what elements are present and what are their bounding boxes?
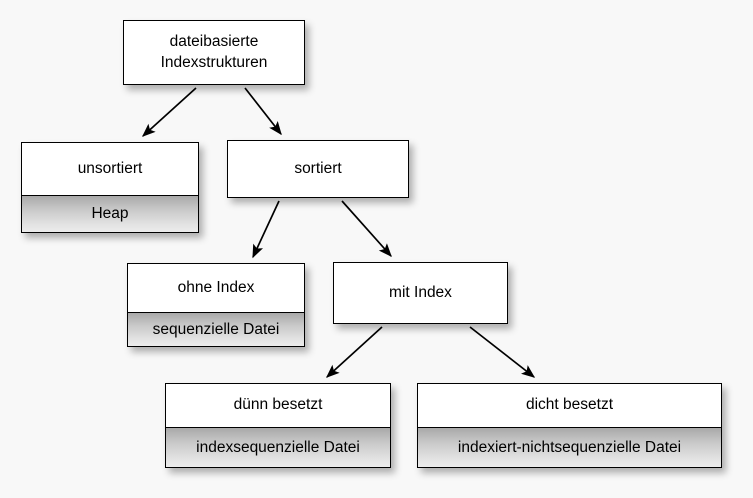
node-dicht-besetzt-title: dicht besetzt bbox=[418, 384, 721, 427]
node-sortiert-title: sortiert bbox=[228, 141, 408, 197]
node-ohne-index-sub: sequenzielle Datei bbox=[128, 312, 304, 346]
edge-mit-index-to-duenn-besetzt bbox=[325, 326, 383, 378]
node-mit-index-title: mit Index bbox=[334, 263, 507, 323]
node-sortiert[interactable]: sortiert bbox=[227, 140, 409, 198]
edge-mit-index-to-dicht-besetzt bbox=[469, 326, 536, 378]
edge-root-to-unsortiert bbox=[141, 87, 197, 137]
node-unsortiert[interactable]: unsortiert Heap bbox=[21, 142, 199, 233]
edge-sortiert-to-ohne-index bbox=[252, 200, 280, 259]
node-mit-index[interactable]: mit Index bbox=[333, 262, 508, 324]
node-duenn-besetzt[interactable]: dünn besetzt indexsequenzielle Datei bbox=[165, 383, 391, 468]
node-dicht-besetzt-sub: indexiert-nichtsequenzielle Datei bbox=[418, 427, 721, 467]
node-duenn-besetzt-title: dünn besetzt bbox=[166, 384, 390, 427]
node-unsortiert-title: unsortiert bbox=[22, 143, 198, 195]
node-ohne-index[interactable]: ohne Index sequenzielle Datei bbox=[127, 263, 305, 347]
node-dicht-besetzt[interactable]: dicht besetzt indexiert-nichtsequenziell… bbox=[417, 383, 722, 468]
node-duenn-besetzt-sub: indexsequenzielle Datei bbox=[166, 427, 390, 467]
edge-sortiert-to-mit-index bbox=[341, 200, 392, 258]
node-root-title: dateibasierte Indexstrukturen bbox=[124, 21, 304, 84]
node-unsortiert-sub: Heap bbox=[22, 195, 198, 232]
edge-root-to-sortiert bbox=[244, 87, 282, 136]
node-root[interactable]: dateibasierte Indexstrukturen bbox=[123, 20, 305, 85]
node-ohne-index-title: ohne Index bbox=[128, 264, 304, 312]
